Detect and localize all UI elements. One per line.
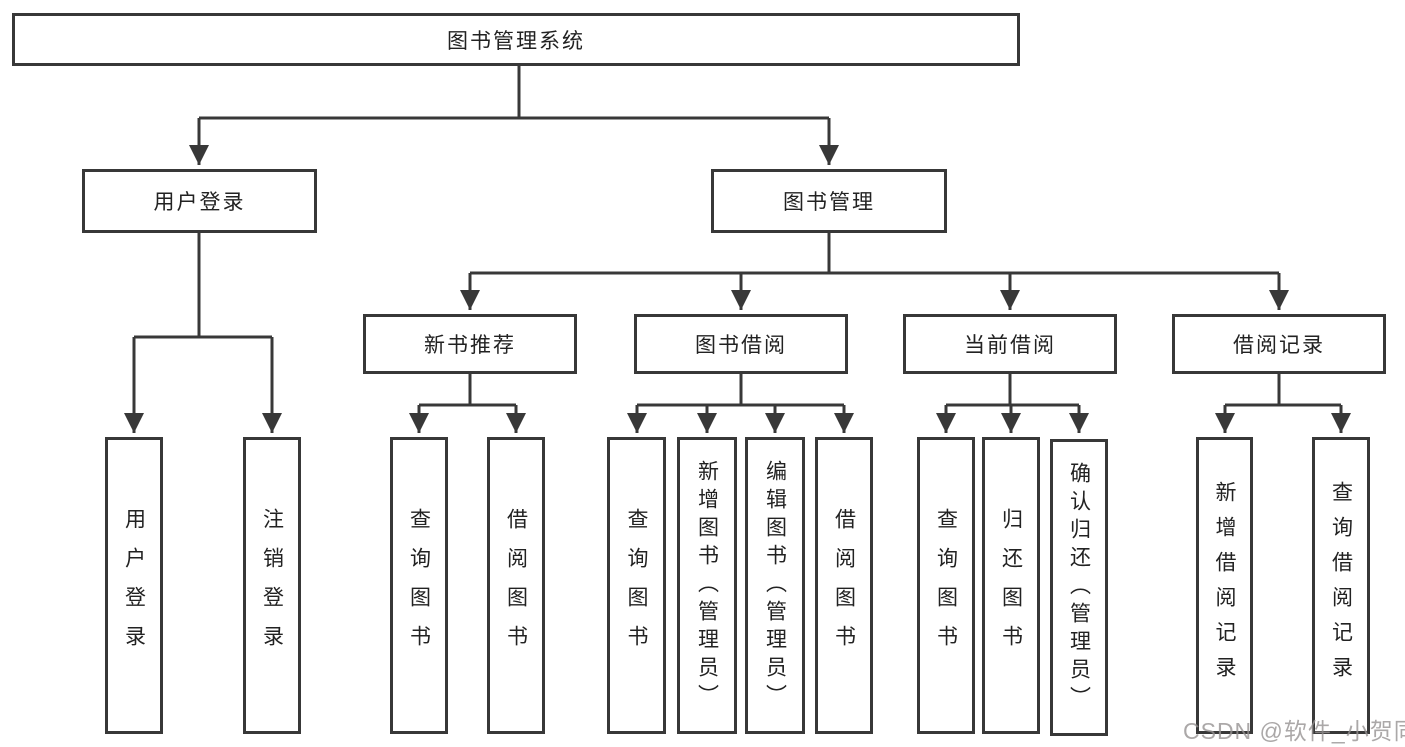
leaf-borrow-books-borrowing: 借阅图书 bbox=[815, 437, 873, 734]
node-current-borrowing: 当前借阅 bbox=[903, 314, 1117, 374]
leaf-label: 用户登录 bbox=[122, 507, 146, 664]
leaf-label: 注销登录 bbox=[260, 507, 284, 664]
leaf-add-books-admin: 新增图书（管理员） bbox=[677, 437, 737, 734]
node-label: 图书管理 bbox=[783, 191, 875, 214]
leaf-label: 归还图书 bbox=[999, 507, 1023, 664]
csdn-watermark: CSDN @软件_小贺同学 bbox=[1183, 718, 1405, 744]
node-book-management: 图书管理 bbox=[711, 169, 947, 233]
node-label: 图书借阅 bbox=[695, 334, 787, 357]
node-label: 借阅记录 bbox=[1233, 334, 1325, 357]
leaf-label: 确认归还（管理员） bbox=[1067, 461, 1091, 714]
node-label: 当前借阅 bbox=[964, 334, 1056, 357]
node-new-book-recommendation: 新书推荐 bbox=[363, 314, 577, 374]
leaf-query-borrow-record: 查询借阅记录 bbox=[1312, 437, 1370, 734]
leaf-label: 编辑图书（管理员） bbox=[763, 459, 787, 712]
leaf-return-books: 归还图书 bbox=[982, 437, 1040, 734]
leaf-logout: 注销登录 bbox=[243, 437, 301, 734]
node-borrowing-records: 借阅记录 bbox=[1172, 314, 1386, 374]
node-book-management-system: 图书管理系统 bbox=[12, 13, 1020, 66]
leaf-label: 新增借阅记录 bbox=[1213, 480, 1236, 691]
leaf-add-borrow-record: 新增借阅记录 bbox=[1196, 437, 1253, 734]
leaf-label: 借阅图书 bbox=[832, 507, 856, 664]
node-book-borrowing: 图书借阅 bbox=[634, 314, 848, 374]
leaf-user-login: 用户登录 bbox=[105, 437, 163, 734]
leaf-label: 查询图书 bbox=[625, 507, 648, 664]
node-label: 用户登录 bbox=[153, 191, 246, 214]
leaf-label: 新增图书（管理员） bbox=[695, 459, 719, 712]
node-label: 图书管理系统 bbox=[447, 29, 585, 53]
leaf-label: 查询图书 bbox=[407, 507, 431, 664]
leaf-label: 查询借阅记录 bbox=[1329, 480, 1353, 691]
leaf-query-books-current: 查询图书 bbox=[917, 437, 975, 734]
leaf-borrow-books-recommendation: 借阅图书 bbox=[487, 437, 545, 734]
leaf-query-books-borrowing: 查询图书 bbox=[607, 437, 666, 734]
leaf-edit-books-admin: 编辑图书（管理员） bbox=[745, 437, 805, 734]
leaf-query-books-recommendation: 查询图书 bbox=[390, 437, 448, 734]
node-user-login: 用户登录 bbox=[82, 169, 317, 233]
leaf-label: 借阅图书 bbox=[504, 507, 528, 664]
leaf-label: 查询图书 bbox=[934, 507, 958, 664]
leaf-confirm-return-admin: 确认归还（管理员） bbox=[1050, 439, 1108, 736]
node-label: 新书推荐 bbox=[424, 334, 516, 357]
